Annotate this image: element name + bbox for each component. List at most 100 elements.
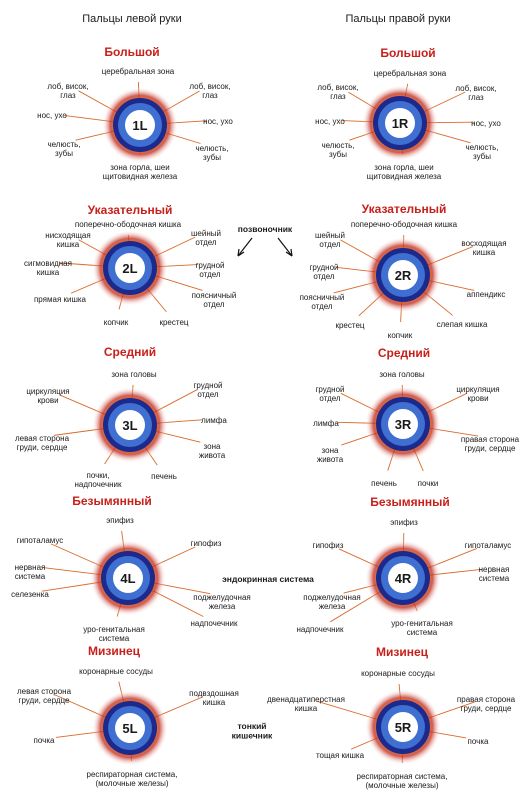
- zone-label: церебральная зона: [374, 69, 447, 78]
- finger-code-3R: 3R: [395, 417, 412, 432]
- finger-code-1R: 1R: [392, 116, 409, 131]
- finger-title-2R: Указательный: [362, 202, 447, 216]
- zone-label: нос, ухо: [37, 111, 67, 120]
- finger-code-5L: 5L: [122, 721, 137, 736]
- zone-label: гипофиз: [313, 541, 344, 550]
- finger-title-5R: Мизинец: [376, 645, 429, 659]
- arrow-right-head: [285, 248, 293, 257]
- zone-label: поперечно-ободочная кишка: [351, 220, 458, 229]
- zone-label: почки,надпочечник: [74, 471, 122, 489]
- aura-center: [125, 110, 155, 140]
- zone-label: церебральная зона: [102, 67, 175, 76]
- finger-1R: Большой 1R церебральная зона лоб, висок,гла…: [315, 46, 501, 181]
- zone-label: почка: [468, 737, 489, 746]
- zone-label: крестец: [159, 318, 188, 327]
- zone-label: челюсть,зубы: [465, 143, 498, 161]
- zone-label: копчик: [388, 331, 413, 340]
- arrow-left: [237, 237, 253, 257]
- zone-label: надпочечник: [190, 619, 238, 628]
- aura-center: [388, 563, 418, 593]
- zone-label: тощая кишка: [316, 751, 365, 760]
- zone-label: челюсть,зубы: [47, 140, 80, 158]
- zone-label: надпочечник: [296, 625, 344, 634]
- zone-label: гипофиз: [191, 539, 222, 548]
- zone-label: коронарные сосуды: [79, 667, 153, 676]
- finger-code-5R: 5R: [395, 720, 412, 735]
- zone-label: лимфа: [313, 419, 339, 428]
- zone-label: нос, ухо: [203, 117, 233, 126]
- aura-center: [388, 260, 418, 290]
- zone-label: крестец: [335, 321, 364, 330]
- zone-label: лоб, висок,глаз: [47, 82, 88, 100]
- zone-label: нос, ухо: [315, 117, 345, 126]
- aura-center: [388, 409, 418, 439]
- zone-label: лоб, висок,глаз: [455, 84, 496, 102]
- zone-label: печень: [371, 479, 397, 488]
- aura-center: [385, 108, 415, 138]
- aura-center: [115, 410, 145, 440]
- finger-title-4R: Безымянный: [370, 495, 450, 509]
- aura-center: [113, 563, 143, 593]
- finger-code-3L: 3L: [122, 418, 137, 433]
- finger-title-5L: Мизинец: [88, 644, 141, 658]
- finger-5R: Мизинец 5R коронарные сосуды двенадцатиперс…: [267, 645, 516, 790]
- zone-label: челюсть,зубы: [321, 141, 354, 159]
- zone-label: аппендикс: [467, 290, 506, 299]
- zone-label: зона головы: [379, 370, 425, 379]
- zone-label: прямая кишка: [34, 295, 87, 304]
- finger-code-4R: 4R: [395, 571, 412, 586]
- zone-label: респираторная система,(молочные железы): [87, 770, 178, 788]
- arrow-right: [277, 237, 293, 257]
- zone-label: коронарные сосуды: [361, 669, 435, 678]
- zone-label: нос, ухо: [471, 119, 501, 128]
- finger-title-1R: Большой: [380, 46, 435, 60]
- zone-label: лоб, висок,глаз: [189, 82, 230, 100]
- finger-code-1L: 1L: [132, 118, 147, 133]
- arrow-left-head: [237, 248, 245, 257]
- left-hand-header: Пальцы левой руки: [82, 13, 181, 25]
- zone-label: лоб, висок,глаз: [317, 83, 358, 101]
- aura-center: [115, 253, 145, 283]
- zone-label: гипоталамус: [465, 541, 512, 550]
- aura-center: [388, 712, 418, 742]
- finger-code-2L: 2L: [122, 261, 137, 276]
- endocrine-note: эндокринная система: [222, 574, 314, 584]
- zone-label: эпифиз: [390, 518, 418, 527]
- zone-label: селезенка: [11, 590, 49, 599]
- zone-label: почки: [418, 479, 439, 488]
- finger-title-2L: Указательный: [88, 203, 173, 217]
